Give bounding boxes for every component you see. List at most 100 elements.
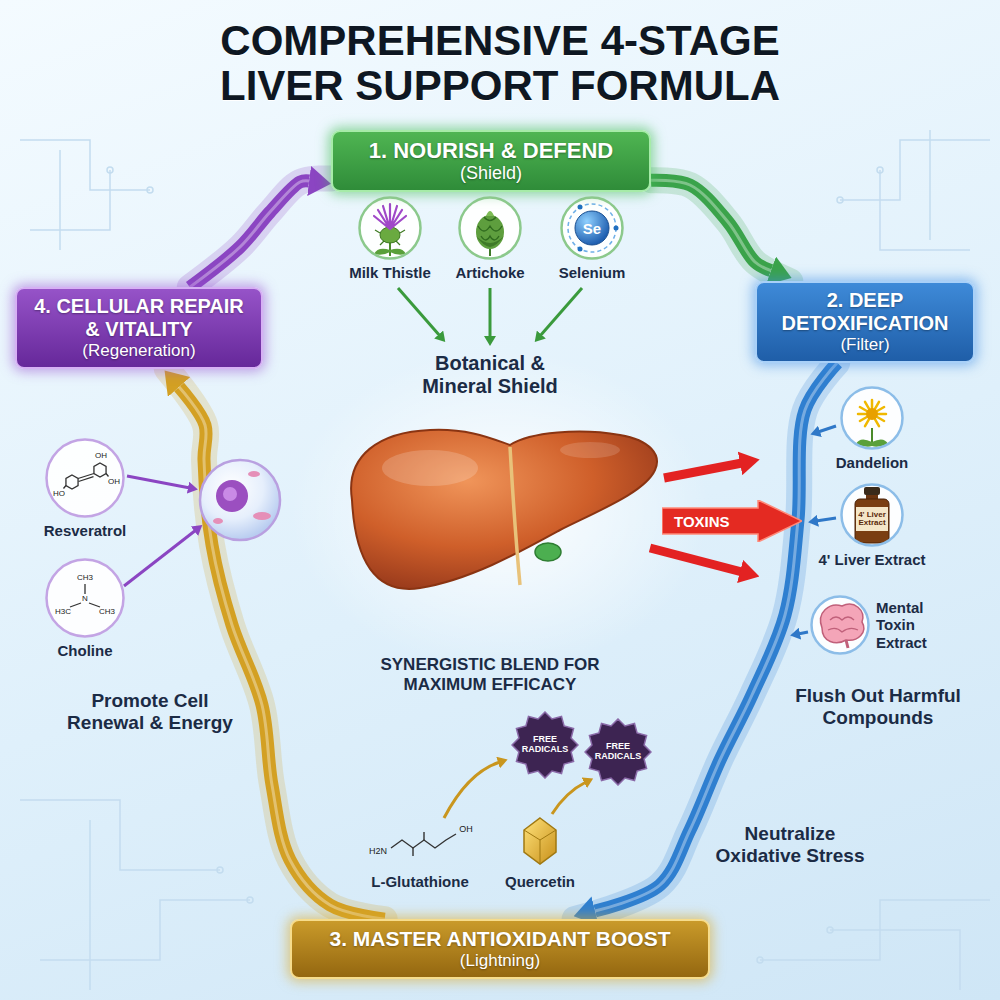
ingredient-arrows bbox=[798, 632, 808, 634]
dandelion-icon bbox=[856, 400, 888, 447]
icon-outline bbox=[840, 386, 904, 450]
icon-ring bbox=[842, 485, 903, 546]
circuit-pattern bbox=[59, 150, 61, 250]
circuit-pattern bbox=[20, 800, 220, 870]
glutathione-structure bbox=[391, 832, 456, 856]
icon-ring bbox=[47, 440, 124, 517]
bottle-icon bbox=[855, 487, 889, 543]
atom-label: H3C bbox=[55, 608, 71, 616]
cell-illustration bbox=[200, 460, 280, 540]
ingredient-icon: Mental Toxin Extract bbox=[810, 595, 870, 655]
artichoke-icon bbox=[486, 211, 494, 216]
ingredient-caption: Choline bbox=[35, 642, 135, 659]
toxin-arrows bbox=[650, 548, 742, 572]
ingredient-arrows bbox=[552, 782, 586, 814]
bottle-icon bbox=[856, 507, 888, 531]
ingredient-arrows bbox=[127, 476, 190, 488]
group-caption: Botanical & Mineral Shield bbox=[405, 352, 575, 398]
title: COMPREHENSIVE 4-STAGE LIVER SUPPORT FORM… bbox=[180, 18, 820, 109]
icon-outline bbox=[358, 196, 422, 260]
circuit-pattern bbox=[107, 167, 113, 173]
free-radical-badge: FREE RADICALS bbox=[584, 718, 652, 786]
ingredient-icon: Artichoke bbox=[458, 196, 522, 260]
badge-text: FREE RADICALS bbox=[593, 742, 643, 762]
circuit-pattern bbox=[929, 130, 931, 240]
resveratrol-structure bbox=[64, 474, 109, 489]
stage-subtitle: (Filter) bbox=[767, 335, 963, 355]
choline-structure bbox=[70, 584, 100, 607]
quercetin-gem bbox=[524, 818, 556, 864]
icon-outline bbox=[810, 595, 870, 655]
brain-icon bbox=[828, 617, 858, 632]
dandelion-icon bbox=[866, 408, 878, 420]
cycle-arrow bbox=[651, 180, 771, 270]
toxin-text: TOXINS bbox=[674, 514, 730, 529]
milk-thistle-icon bbox=[374, 204, 406, 229]
brain-icon bbox=[821, 604, 864, 648]
selenium-icon bbox=[578, 205, 583, 210]
artichoke-icon bbox=[476, 236, 504, 247]
ingredient-arrows bbox=[489, 288, 492, 338]
dandelion-icon bbox=[858, 400, 886, 426]
ingredient-caption: Quercetin bbox=[490, 873, 590, 890]
circuit-pattern bbox=[30, 170, 110, 230]
ingredient-caption: Resveratrol bbox=[30, 522, 140, 539]
stage-heading: 3. MASTER ANTIOXIDANT BOOST bbox=[302, 927, 698, 951]
free-radical-badge: FREE RADICALS bbox=[511, 711, 579, 779]
ingredient-caption: L-Glutathione bbox=[360, 873, 480, 890]
liver-illustration bbox=[351, 430, 657, 589]
badge-star bbox=[585, 719, 651, 785]
ingredient-discs bbox=[360, 198, 420, 258]
icon-inner-text: Se bbox=[583, 221, 601, 236]
atom-label: H2N bbox=[369, 847, 387, 856]
selenium-icon bbox=[568, 204, 619, 252]
edge-shine bbox=[190, 181, 309, 287]
milk-thistle-icon bbox=[374, 249, 390, 255]
resveratrol-structure bbox=[78, 474, 94, 482]
circuit-pattern bbox=[757, 957, 763, 963]
toxin-arrow-body bbox=[662, 500, 802, 542]
quercetin-gem bbox=[524, 830, 556, 864]
toxin-arrows bbox=[664, 463, 742, 478]
icon-ring bbox=[562, 198, 623, 259]
center-tagline: SYNERGISTIC BLEND FOR MAXIMUM EFFICACY bbox=[365, 655, 615, 694]
ingredient-caption: Mental Toxin Extract bbox=[876, 599, 956, 651]
icon-outline bbox=[458, 196, 522, 260]
cell-illustration bbox=[248, 471, 260, 477]
ingredient-caption: Dandelion bbox=[817, 454, 927, 471]
glutathione-structure bbox=[413, 832, 424, 856]
circuit-pattern bbox=[837, 197, 843, 203]
brain-icon bbox=[846, 640, 848, 648]
liver-illustration bbox=[351, 430, 657, 589]
selenium-icon bbox=[614, 226, 619, 231]
resveratrol-structure bbox=[94, 463, 106, 477]
cycle-arrow bbox=[190, 181, 309, 287]
circuit-pattern bbox=[147, 187, 153, 193]
liver-illustration bbox=[382, 450, 478, 486]
stage-box: 3. MASTER ANTIOXIDANT BOOST(Lightning) bbox=[290, 919, 710, 979]
circuit-pattern bbox=[40, 900, 250, 960]
ingredient-caption: 4' Liver Extract bbox=[807, 551, 937, 568]
milk-thistle-icon bbox=[374, 204, 406, 256]
artichoke-icon bbox=[478, 217, 502, 240]
circuit-pattern bbox=[830, 930, 960, 990]
stage-heading: 1. NOURISH & DEFEND bbox=[343, 138, 639, 163]
badge-star bbox=[512, 712, 578, 778]
ingredient-arrows bbox=[398, 288, 440, 336]
liver-illustration bbox=[535, 543, 561, 561]
icon-ring bbox=[47, 560, 124, 637]
cell-illustration bbox=[216, 480, 248, 512]
ingredient-discs bbox=[47, 198, 902, 653]
cell-illustration bbox=[213, 518, 223, 524]
ingredient-discs bbox=[47, 440, 123, 516]
ingredient-caption: Milk Thistle bbox=[340, 264, 440, 281]
artichoke-icon bbox=[476, 211, 504, 256]
atom-label: HO bbox=[53, 490, 65, 498]
edge-glow bbox=[190, 178, 331, 287]
circuit-pattern bbox=[827, 927, 833, 933]
stage-subtitle: (Shield) bbox=[343, 163, 639, 184]
ingredient-discs bbox=[47, 560, 123, 636]
cell-illustration bbox=[253, 512, 271, 520]
group-caption: Flush Out Harmful Compounds bbox=[783, 685, 973, 729]
